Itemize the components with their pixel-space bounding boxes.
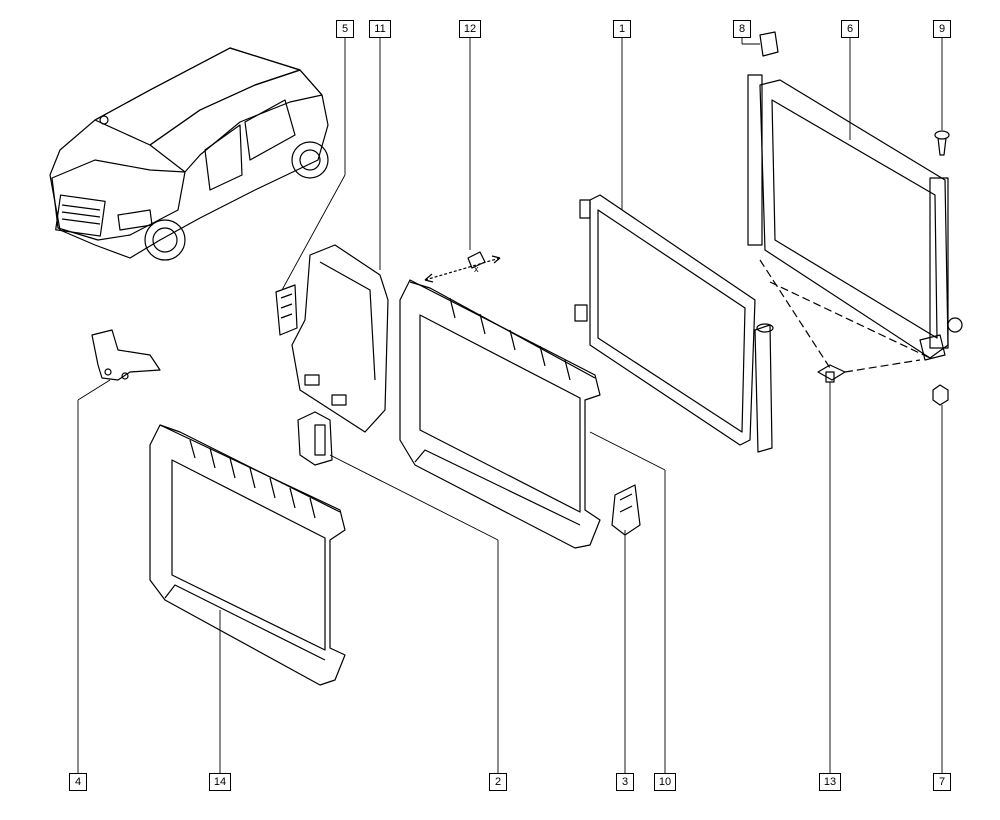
part-8-plug: [759, 31, 779, 57]
part-3-bracket: [611, 484, 641, 536]
callout-2: 2: [489, 773, 507, 791]
part-12-clip: [424, 251, 501, 283]
callout-3: 3: [616, 773, 634, 791]
part-4-bracket: [91, 329, 161, 381]
callout-5: 5: [336, 20, 354, 38]
part-11-side-deflector: [291, 244, 389, 433]
part-6-radiator: [747, 74, 963, 361]
callout-13: 13: [819, 773, 841, 791]
callout-1: 1: [613, 20, 631, 38]
callout-11: 11: [369, 20, 391, 38]
callout-8: 8: [733, 20, 751, 38]
callout-10: 10: [654, 773, 676, 791]
assembly-lines: [759, 259, 931, 373]
callout-4: 4: [69, 773, 87, 791]
callout-12: 12: [459, 20, 481, 38]
callout-14: 14: [209, 773, 231, 791]
part-5-clip: [275, 284, 298, 336]
callout-6: 6: [841, 20, 859, 38]
leader-lines: [77, 38, 943, 773]
part-14-air-guide-frame: [149, 424, 346, 686]
part-1-condenser: [574, 194, 774, 453]
dimension-x-label: x: [474, 264, 479, 274]
part-10-radiator-frame: [399, 279, 601, 549]
part-13-fastener: [817, 364, 846, 383]
part-9-screw: [934, 130, 950, 156]
car-illustration: [49, 47, 329, 261]
callout-9: 9: [933, 20, 951, 38]
part-7-nut: [932, 384, 949, 406]
callout-7: 7: [933, 773, 951, 791]
part-2-bracket: [297, 411, 333, 466]
